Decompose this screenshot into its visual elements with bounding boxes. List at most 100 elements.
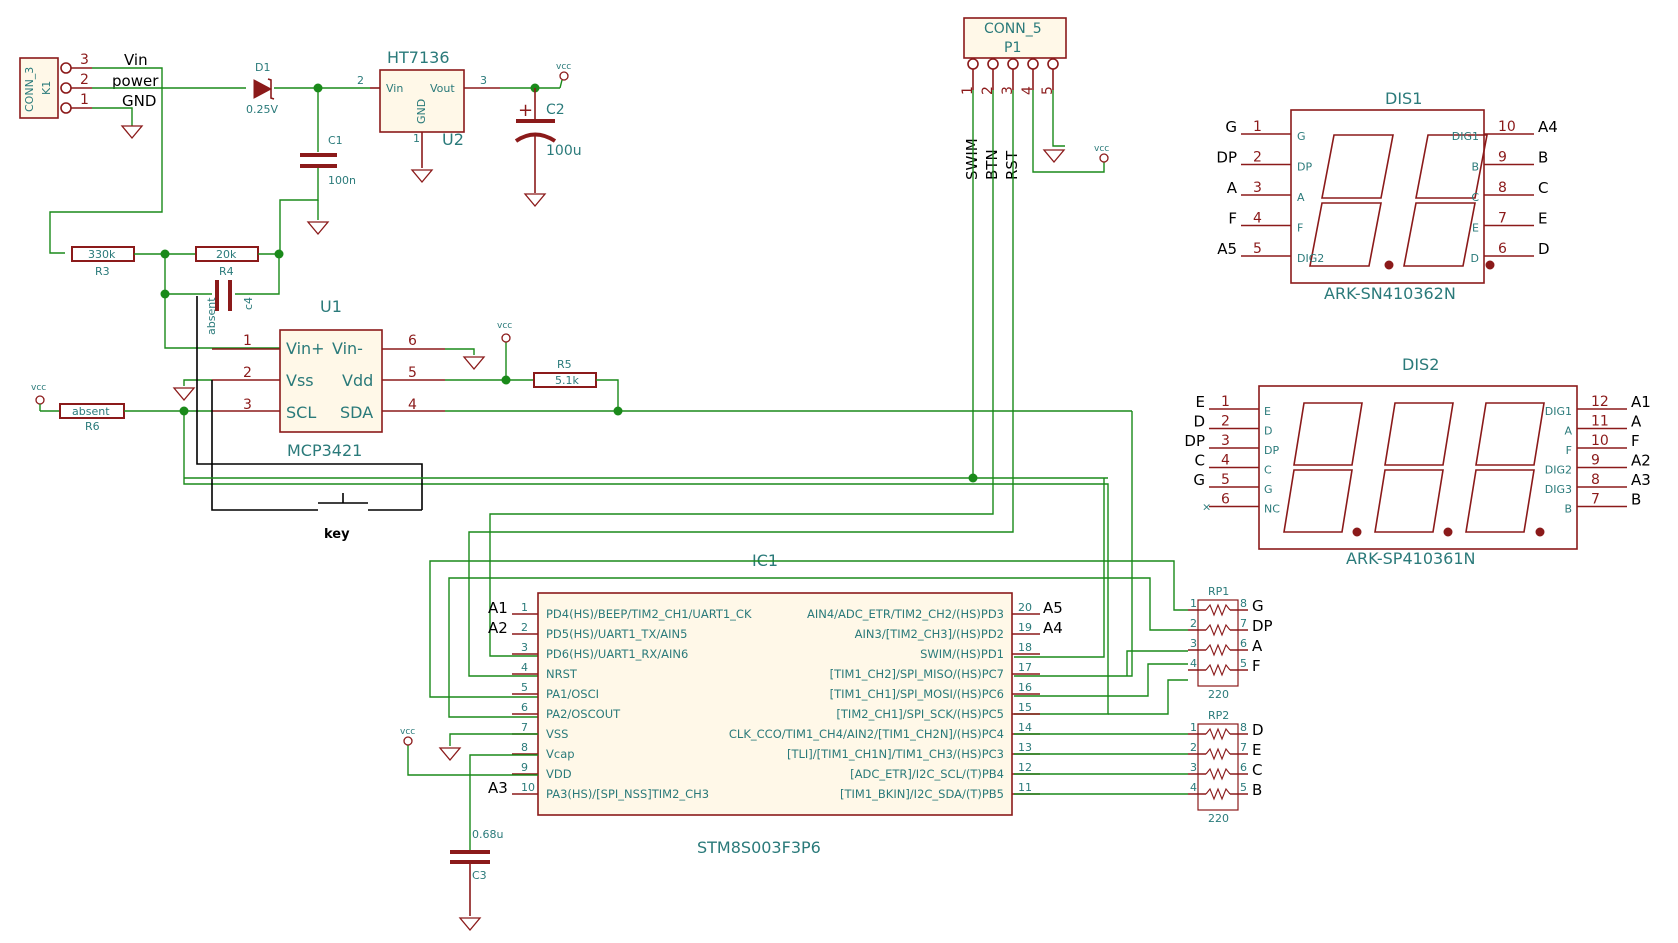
vcc-label: vcc [1094,144,1109,154]
u1-pin1-label: Vin+ [286,339,325,358]
dis-pin-number: 9 [1591,453,1600,469]
ic1-pin-label: [ADC_ETR]/I2C_SCL/(T)PB4 [850,767,1004,781]
rp-net-label: B [1252,781,1262,799]
dis-pin-number: 12 [1591,394,1609,410]
dis-pin-label: D [1264,425,1272,438]
connector-p1: CONN_5 P1 1 2 3 4 5 SWIM BTN RST [960,17,1067,180]
c2-ref: C2 [546,102,565,118]
c1-ref: C1 [328,134,343,147]
k1-name: CONN_3 [23,67,36,112]
dis-net-label: A4 [1538,118,1558,136]
dis-pin-number: 3 [1221,433,1230,449]
ic1-pin-number: 13 [1018,741,1032,754]
vcc-label: vcc [31,383,46,393]
ic1-pin-number: 9 [521,761,528,774]
ic1-pin-label: PA2/OSCOUT [546,707,621,721]
rp-pin-right: 6 [1240,637,1247,650]
ic1-net-label: A5 [1043,599,1063,617]
u2-ref: U2 [442,130,464,149]
k1-label-vin: Vin [124,51,148,69]
ic1-pin-number: 16 [1018,681,1032,694]
dis-net-label: DP [1216,149,1237,167]
ground-icon [438,747,462,762]
dis-pin-label: DIG1 [1452,130,1479,143]
rp-resistor [1205,727,1231,741]
k1-pin3: 3 [80,52,89,68]
ic1-pin-number: 8 [521,741,528,754]
ic1-pin-label: [TIM2_CH1]/SPI_SCK/(HS)PC5 [836,707,1004,721]
ic1-net-label: A4 [1043,619,1063,637]
rp2-value: 220 [1208,812,1229,825]
dis-pin-number: 6 [1221,492,1230,508]
dis1-name: ARK-SN410362N [1324,284,1456,303]
dis-net-label: D [1538,240,1550,258]
digit-1 [1283,402,1363,537]
dis-pin-number: 7 [1591,492,1600,508]
dis-net-label: F [1631,432,1640,450]
r3-ref: R3 [95,265,110,278]
dis-pin-label: DP [1264,444,1279,457]
digit-3 [1465,402,1545,537]
dis-net-label: A5 [1217,240,1237,258]
ic1-pin-label: [TIM1_CH2]/SPI_MISO/(HS)PC7 [830,667,1004,681]
dis-pin-number: 9 [1498,150,1507,166]
dis-pin-label: C [1264,464,1272,477]
ic1-pin-number: 12 [1018,761,1032,774]
rp-pin-right: 8 [1240,597,1247,610]
display-dis2: DIS2 ARK-SP410361N [1258,355,1578,568]
dis-pin-label: F [1566,444,1572,457]
dis-pin-number: 1 [1221,394,1230,410]
dis-net-label: A1 [1631,393,1651,411]
r4-value: 20k [216,248,237,261]
ic1-pin-label: AIN3/[TIM2_CH3]/(HS)PD2 [855,627,1004,641]
c2-value: 100u [546,143,582,159]
dis-pin-number: 7 [1498,211,1507,227]
rp-pin-left: 1 [1190,597,1197,610]
ground-icon [462,356,486,371]
ground-icon [172,387,196,402]
k1-label-gnd: GND [122,92,156,110]
digit-2 [1403,134,1495,270]
u1-name: MCP3421 [287,441,362,460]
dis-net-label: G [1225,118,1237,136]
u1-pin5-label: Vdd [342,371,373,390]
ic1-pin-label: [TLI]/[TIM1_CH1N]/TIM1_CH3/(HS)PC3 [787,747,1004,761]
r5-value: 5.1k [555,374,579,387]
dis-pin-label: DIG2 [1297,252,1324,265]
dis-pin-label: NC [1264,503,1280,516]
ic1-pin-label: PA1/OSCI [546,687,599,701]
diode-d1: D1 0.25V [246,61,278,116]
ic1-pin-label: PA3(HS)/[SPI_NSS]TIM2_CH3 [546,787,709,801]
ground-icon [1042,149,1066,164]
dis-pin-number: 2 [1221,414,1230,430]
rp-net-label: D [1252,721,1264,739]
u2-vin: Vin [386,82,403,95]
rp-pin-right: 5 [1240,781,1247,794]
dis1-pins: 1GG2DPDP3AA4FF5DIG2A510DIG1A49BB8CC7EE6D… [1216,118,1557,265]
rp-pin-left: 4 [1190,657,1197,670]
rp-resistor [1205,663,1231,677]
u2-pin1: 1 [413,132,420,145]
dis-net-label: A3 [1631,471,1651,489]
dis-net-label: B [1631,491,1641,509]
r4-ref: R4 [219,265,234,278]
rp-pin-left: 2 [1190,741,1197,754]
ic1-pin-label: VSS [546,727,568,741]
ic1-pin-number: 4 [521,661,528,674]
ic1-pin-label: PD4(HS)/BEEP/TIM2_CH1/UART1_CK [546,607,752,621]
dis-pin-label: B [1564,503,1572,516]
dis-pin-label: D [1471,252,1479,265]
ic1-pin-number: 11 [1018,781,1032,794]
resistor-r4: 20k R4 [195,246,259,278]
resistor-r6: absent R6 [59,403,125,433]
u2-pin3: 3 [480,74,487,87]
dis-net-label: D [1193,413,1205,431]
dis-pin-number: 8 [1498,180,1507,196]
d1-value: 0.25V [246,103,278,116]
no-connect-icon: × [1202,501,1211,514]
rp-net-label: F [1252,657,1261,675]
dis-pin-number: 5 [1253,241,1262,257]
rp-net-label: DP [1252,617,1273,635]
dis-net-label: C [1538,179,1548,197]
